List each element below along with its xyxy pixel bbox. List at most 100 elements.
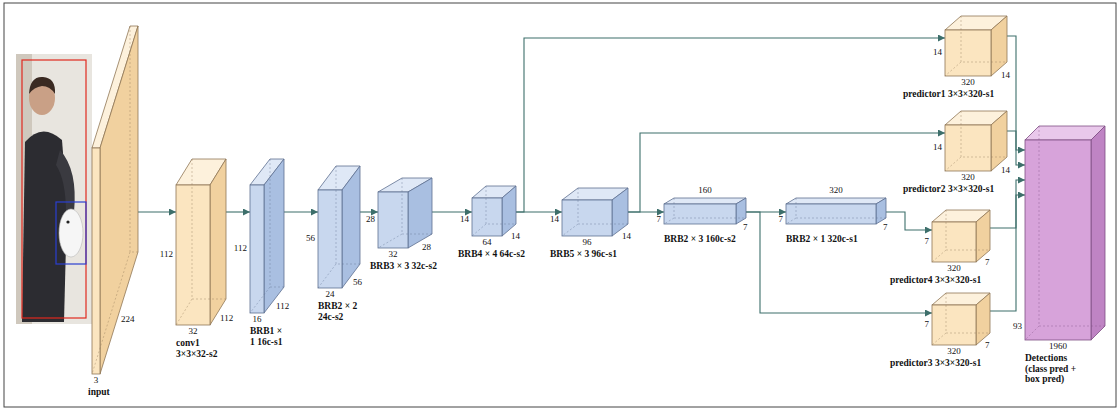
block-shape bbox=[472, 186, 516, 236]
dog-bounding-box bbox=[56, 202, 86, 264]
layer-caption: BRB4 × 4 64c-s2 bbox=[458, 249, 542, 260]
dimension-label: 1960 bbox=[1049, 342, 1067, 352]
block-hidden-edge bbox=[318, 166, 360, 288]
block-side-face bbox=[502, 186, 516, 236]
dimension-label: 14 bbox=[1001, 166, 1010, 176]
layer-caption: conv1 3×3×32-s2 bbox=[176, 338, 234, 359]
dimension-label: 28 bbox=[366, 215, 375, 225]
block-side-face bbox=[991, 111, 1007, 171]
connector-arrow bbox=[990, 180, 1025, 228]
block-front-face bbox=[945, 30, 991, 76]
block-front-face bbox=[318, 190, 342, 288]
block-hidden-edge bbox=[176, 159, 226, 325]
dimension-label: 32 bbox=[189, 327, 198, 337]
dimension-label: 56 bbox=[306, 234, 315, 244]
dimension-label: 96 bbox=[583, 238, 592, 248]
dimension-label: 64 bbox=[483, 238, 492, 248]
residual-block: 562456BRB2 × 2 24c-s2 bbox=[318, 166, 360, 288]
block-hidden-edge bbox=[1025, 126, 1105, 340]
block-shape bbox=[176, 159, 226, 325]
person-bounding-box bbox=[22, 60, 86, 318]
connector-arrow bbox=[628, 133, 945, 212]
dimension-label: 7 bbox=[985, 341, 990, 351]
block-side-face bbox=[976, 210, 990, 262]
residual-block: 283228BRB3 × 3 32c-s2 bbox=[378, 178, 432, 248]
block-front-face bbox=[562, 200, 612, 236]
block-shape bbox=[250, 159, 284, 313]
dimension-label: 112 bbox=[220, 314, 233, 324]
block-shape bbox=[378, 178, 432, 248]
connector-arrow bbox=[990, 195, 1025, 311]
predictor-block: 1432014predictor2 3×3×320-s1 bbox=[945, 111, 1007, 171]
connector-arrow bbox=[432, 211, 472, 212]
connector-arrow bbox=[226, 211, 250, 212]
layer-caption: predictor3 3×3×320-s1 bbox=[890, 358, 981, 369]
block-hidden-edge bbox=[92, 26, 138, 374]
layer-caption: predictor4 3×3×320-s1 bbox=[890, 275, 981, 286]
connector-arrow bbox=[360, 211, 378, 212]
residual-block: 146414BRB4 × 4 64c-s2 bbox=[472, 186, 516, 236]
photo-background bbox=[16, 54, 92, 324]
dimension-label: 14 bbox=[550, 215, 559, 225]
dimension-label: 7 bbox=[925, 320, 930, 330]
block-hidden-edge bbox=[664, 198, 746, 224]
block-hidden-edge bbox=[932, 293, 990, 345]
dimension-label: 320 bbox=[947, 264, 961, 274]
input-photo bbox=[16, 54, 92, 324]
block-hidden-edge bbox=[932, 210, 990, 262]
dimension-label: 224 bbox=[121, 315, 135, 325]
dimension-label: 160 bbox=[698, 186, 712, 196]
dimension-label: 3 bbox=[94, 376, 99, 386]
dimension-label: 7 bbox=[985, 258, 990, 268]
block-side-face bbox=[876, 198, 886, 224]
dimension-label: 16 bbox=[253, 315, 262, 325]
block-side-face bbox=[408, 178, 432, 248]
layer-caption: BRB2 × 2 24c-s2 bbox=[318, 301, 370, 322]
block-hidden-edge bbox=[945, 16, 1007, 76]
dimension-label: 56 bbox=[353, 278, 362, 288]
dimension-label: 320 bbox=[961, 173, 975, 183]
predictor-block: 73207predictor3 3×3×320-s1 bbox=[932, 293, 990, 345]
block-side-face bbox=[342, 166, 360, 288]
connector-arrow bbox=[746, 212, 932, 313]
block-front-face bbox=[945, 125, 991, 171]
conv-block: 11232112conv1 3×3×32-s2 bbox=[176, 159, 226, 325]
block-side-face bbox=[210, 159, 226, 325]
connector-arrow bbox=[886, 212, 932, 230]
block-side-face bbox=[1091, 126, 1105, 340]
dimension-label: 24 bbox=[326, 290, 335, 300]
dimension-label: 320 bbox=[947, 347, 961, 357]
input-slab: 3224input bbox=[92, 26, 138, 374]
connector-arrow bbox=[138, 211, 176, 212]
figure-frame bbox=[4, 3, 1116, 407]
block-front-face bbox=[92, 148, 100, 374]
dimension-label: 93 bbox=[1013, 322, 1022, 332]
block-side-face bbox=[976, 293, 990, 345]
predictor-block: 73207predictor4 3×3×320-s1 bbox=[932, 210, 990, 262]
residual-block: 11216112BRB1 × 1 16c-s1 bbox=[250, 159, 284, 313]
block-front-face bbox=[664, 204, 736, 224]
block-front-face bbox=[472, 198, 502, 236]
block-hidden-edge bbox=[378, 178, 432, 248]
dimension-label: 320 bbox=[961, 78, 975, 88]
block-side-face bbox=[612, 188, 628, 236]
block-hidden-edge bbox=[945, 111, 1007, 171]
photo-person-hair bbox=[29, 77, 55, 94]
block-hidden-edge bbox=[562, 188, 628, 236]
dimension-label: 14 bbox=[1001, 71, 1010, 81]
layer-caption: BRB5 × 3 96c-s1 bbox=[550, 249, 634, 260]
block-shape bbox=[318, 166, 360, 288]
predictor-block: 1432014predictor1 3×3×320-s1 bbox=[945, 16, 1007, 76]
dimension-label: 7 bbox=[925, 237, 930, 247]
residual-block: 149614BRB5 × 3 96c-s1 bbox=[562, 188, 628, 236]
connector-arrow bbox=[516, 38, 945, 212]
block-front-face bbox=[176, 185, 210, 325]
connector-arrow bbox=[1007, 131, 1025, 165]
block-shape bbox=[945, 16, 1007, 76]
block-shape bbox=[664, 198, 746, 224]
connector-group bbox=[138, 36, 1025, 313]
detection-block: 931960Detections (class pred + box pred) bbox=[1025, 126, 1105, 340]
block-hidden-edge bbox=[250, 159, 284, 313]
residual-block: 73207BRB2 × 1 320c-s1 bbox=[786, 198, 886, 224]
